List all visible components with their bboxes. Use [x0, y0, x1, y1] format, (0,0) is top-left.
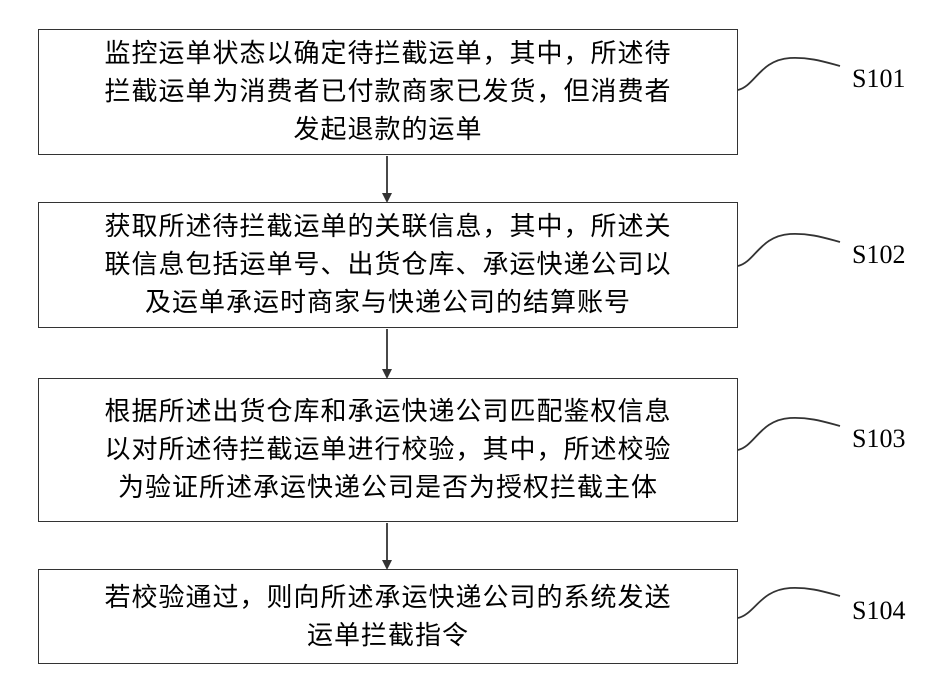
step-label-s102: S102: [852, 240, 905, 270]
step-box-s104: 若校验通过，则向所述承运快递公司的系统发送 运单拦截指令: [38, 569, 738, 664]
step-line: 及运单承运时商家与快递公司的结算账号: [104, 284, 671, 322]
step-line: 联信息包括运单号、出货仓库、承运快递公司以: [104, 246, 671, 284]
step-line: 监控运单状态以确定待拦截运单，其中，所述待: [104, 35, 671, 73]
step-line: 若校验通过，则向所述承运快递公司的系统发送: [104, 579, 671, 617]
step-text-s102: 获取所述待拦截运单的关联信息，其中，所述关 联信息包括运单号、出货仓库、承运快递…: [104, 208, 671, 322]
leader-curve-s101: [738, 58, 840, 90]
step-box-s102: 获取所述待拦截运单的关联信息，其中，所述关 联信息包括运单号、出货仓库、承运快递…: [38, 202, 738, 328]
step-line: 拦截运单为消费者已付款商家已发货，但消费者: [104, 73, 671, 111]
step-label-s103: S103: [852, 424, 905, 454]
step-text-s101: 监控运单状态以确定待拦截运单，其中，所述待 拦截运单为消费者已付款商家已发货，但…: [104, 35, 671, 149]
step-line: 为验证所述承运快递公司是否为授权拦截主体: [104, 469, 671, 507]
leader-curve-s104: [738, 588, 840, 618]
step-text-s103: 根据所述出货仓库和承运快递公司匹配鉴权信息 以对所述待拦截运单进行校验，其中，所…: [104, 393, 671, 507]
step-text-s104: 若校验通过，则向所述承运快递公司的系统发送 运单拦截指令: [104, 579, 671, 655]
leader-curve-s102: [738, 234, 840, 266]
step-line: 以对所述待拦截运单进行校验，其中，所述校验: [104, 431, 671, 469]
step-box-s101: 监控运单状态以确定待拦截运单，其中，所述待 拦截运单为消费者已付款商家已发货，但…: [38, 29, 738, 155]
step-line: 获取所述待拦截运单的关联信息，其中，所述关: [104, 208, 671, 246]
step-line: 根据所述出货仓库和承运快递公司匹配鉴权信息: [104, 393, 671, 431]
step-line: 发起退款的运单: [104, 111, 671, 149]
step-box-s103: 根据所述出货仓库和承运快递公司匹配鉴权信息 以对所述待拦截运单进行校验，其中，所…: [38, 378, 738, 522]
leader-curve-s103: [738, 418, 840, 450]
step-label-s101: S101: [852, 64, 905, 94]
step-label-s104: S104: [852, 596, 905, 626]
step-line: 运单拦截指令: [104, 617, 671, 655]
